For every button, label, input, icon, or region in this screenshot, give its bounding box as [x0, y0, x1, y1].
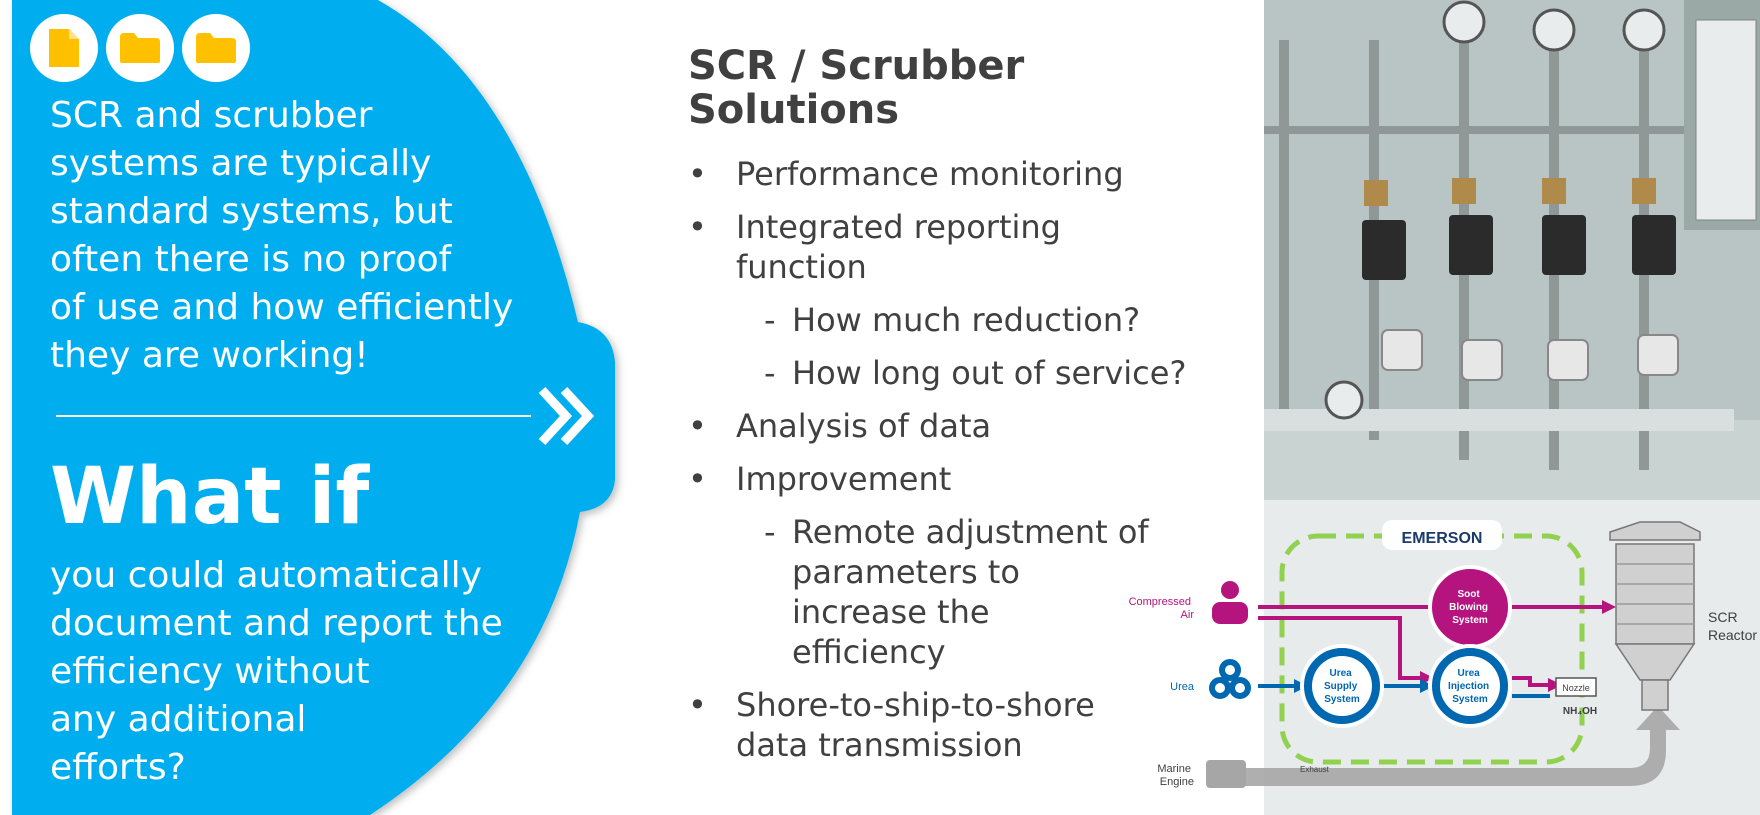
double-chevron-right-icon: [538, 386, 595, 446]
bullet-text-line: data transmission: [736, 726, 1023, 764]
bullet-text-line: Remote adjustment of: [792, 513, 1149, 551]
what-if-line: you could automatically: [50, 555, 482, 596]
nh4oh-label: NH₄OH: [1563, 706, 1597, 717]
bullet-item: Analysis of data: [688, 406, 1188, 446]
label-line: System: [1452, 694, 1488, 705]
intro-line: of use and how efficiently: [50, 287, 514, 328]
label-line: Injection: [1448, 681, 1489, 692]
bullet-text-line: Improvement: [736, 460, 952, 498]
nozzle-label: Nozzle: [1562, 683, 1590, 693]
bullet-text-line: Performance monitoring: [736, 155, 1124, 193]
bullet-list: Performance monitoringIntegrated reporti…: [688, 154, 1188, 765]
bullet-text-line: efficiency: [792, 633, 946, 671]
what-if-heading: What if: [50, 452, 370, 542]
scr-process-diagram: EMERSON Compressed Air Urea Marine Engin…: [1129, 520, 1757, 788]
marine-engine-label: Marine Engine: [1157, 763, 1194, 788]
compressed-air-label: Compressed Air: [1129, 596, 1195, 621]
nozzle-box: [1555, 677, 1597, 697]
bullet-text-line: How much reduction?: [792, 301, 1141, 339]
folder-icon[interactable]: [182, 14, 250, 82]
bullet-text-line: Integrated reporting: [736, 208, 1061, 246]
section-title: SCR / Scrubber Solutions: [688, 44, 1188, 132]
what-if-line: efficiency without: [50, 651, 370, 692]
label-line: Compressed: [1129, 596, 1191, 608]
valve-group: [1364, 178, 1656, 206]
bullet-text-line: parameters to: [792, 553, 1020, 591]
solutions-section: SCR / Scrubber Solutions Performance mon…: [688, 44, 1188, 778]
bullet-item: Performance monitoring: [688, 154, 1188, 194]
left-info-panel: SCR and scrubber systems are typically s…: [0, 0, 640, 815]
what-if-paragraph: you could automatically document and rep…: [50, 552, 590, 792]
scr-reactor-label: SCR Reactor: [1708, 609, 1757, 643]
urea-label: Urea: [1170, 681, 1195, 693]
panel-background: [12, 0, 615, 815]
engine-icon: [1206, 760, 1246, 788]
intro-line: SCR and scrubber: [50, 95, 373, 136]
emerson-logo: EMERSON: [1402, 530, 1483, 547]
scr-reactor-icon: [1609, 521, 1701, 711]
bullet-text-line: increase the: [792, 593, 990, 631]
divider-line: [56, 415, 531, 417]
document-icon[interactable]: [30, 14, 98, 82]
what-if-line: document and report the: [50, 603, 503, 644]
urea-supply-ring: [1312, 656, 1372, 716]
exhaust-label: Exhaust: [1300, 765, 1330, 774]
urea-molecule-icon: [1209, 659, 1251, 699]
intro-line: often there is no proof: [50, 239, 452, 280]
compressor-icon: [1212, 581, 1248, 624]
bullet-text-line: function: [736, 248, 867, 286]
label-line: Urea: [1457, 668, 1480, 679]
intro-line: standard systems, but: [50, 191, 453, 232]
label-line: System: [1452, 615, 1488, 626]
scr-reactor-bands: [1616, 563, 1694, 625]
what-if-line: efforts?: [50, 747, 186, 788]
label-line: Engine: [1160, 776, 1194, 788]
label-line: Marine: [1157, 763, 1191, 775]
label-line: System: [1324, 694, 1360, 705]
soot-blowing-label: Soot Blowing System: [1449, 589, 1491, 626]
bullet-item: Improvement: [688, 459, 1188, 499]
emerson-logo-box: [1382, 520, 1502, 550]
urea-supply-label: Urea Supply System: [1324, 668, 1360, 705]
folder-icon[interactable]: [106, 14, 174, 82]
bullet-text-line: How long out of service?: [792, 354, 1187, 392]
flowmeter-group: [1381, 329, 1679, 381]
label-line: Blowing: [1449, 602, 1488, 613]
what-if-line: any additional: [50, 699, 307, 740]
urea-injection-ring: [1440, 656, 1500, 716]
label-line: Soot: [1458, 589, 1481, 600]
sub-bullet-item: How long out of service?: [688, 353, 1188, 393]
label-line: Air: [1181, 609, 1195, 621]
regulator-group: [1362, 215, 1676, 280]
section-title-line: Solutions: [688, 87, 900, 133]
urea-injection-label: Urea Injection System: [1448, 668, 1492, 705]
label-line: Urea: [1329, 668, 1352, 679]
bullet-text-line: Analysis of data: [736, 407, 992, 445]
gauge-group: [1324, 0, 1666, 420]
sub-bullet-item: How much reduction?: [688, 300, 1188, 340]
label-line: Supply: [1324, 681, 1358, 692]
exhaust-arrow: [1220, 706, 1680, 786]
intro-line: they are working!: [50, 335, 369, 376]
intro-paragraph: SCR and scrubber systems are typically s…: [50, 92, 570, 380]
intro-line: systems are typically: [50, 143, 432, 184]
bullet-text-line: Shore-to-ship-to-shore: [736, 686, 1095, 724]
section-title-line: SCR / Scrubber: [688, 43, 1025, 89]
label-line: SCR: [1708, 609, 1738, 625]
label-line: Reactor: [1708, 627, 1757, 643]
